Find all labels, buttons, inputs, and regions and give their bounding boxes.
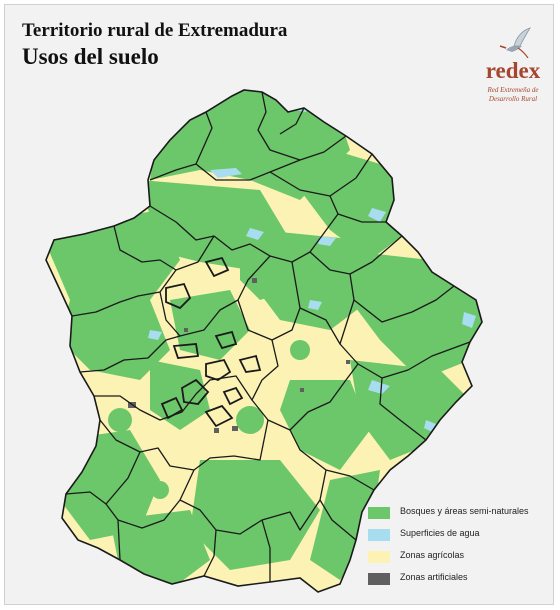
legend-label: Superficies de agua [400, 528, 480, 538]
map-title: Territorio rural de Extremadura [22, 20, 288, 41]
legend-swatch [368, 507, 390, 519]
district-boundaries [65, 91, 471, 582]
legend-label: Zonas artificiales [400, 572, 468, 582]
city-boundaries [160, 256, 262, 428]
logo-tagline-line1: Red Extremeña de [487, 86, 539, 94]
redex-logo: redex Red Extremeña de Desarrollo Rural [478, 24, 548, 104]
logo-tagline: Red Extremeña de Desarrollo Rural [478, 86, 548, 104]
logo-tagline-line2: Desarrollo Rural [488, 95, 538, 103]
legend-label: Bosques y áreas semi-naturales [400, 506, 529, 516]
map-subtitle: Usos del suelo [22, 44, 159, 69]
legend-swatch [368, 551, 390, 563]
legend-label: Zonas agrícolas [400, 550, 465, 560]
legend-swatch [368, 573, 390, 585]
bird-icon [499, 27, 531, 58]
legend-swatch [368, 529, 390, 541]
logo-name: redex [485, 58, 541, 83]
